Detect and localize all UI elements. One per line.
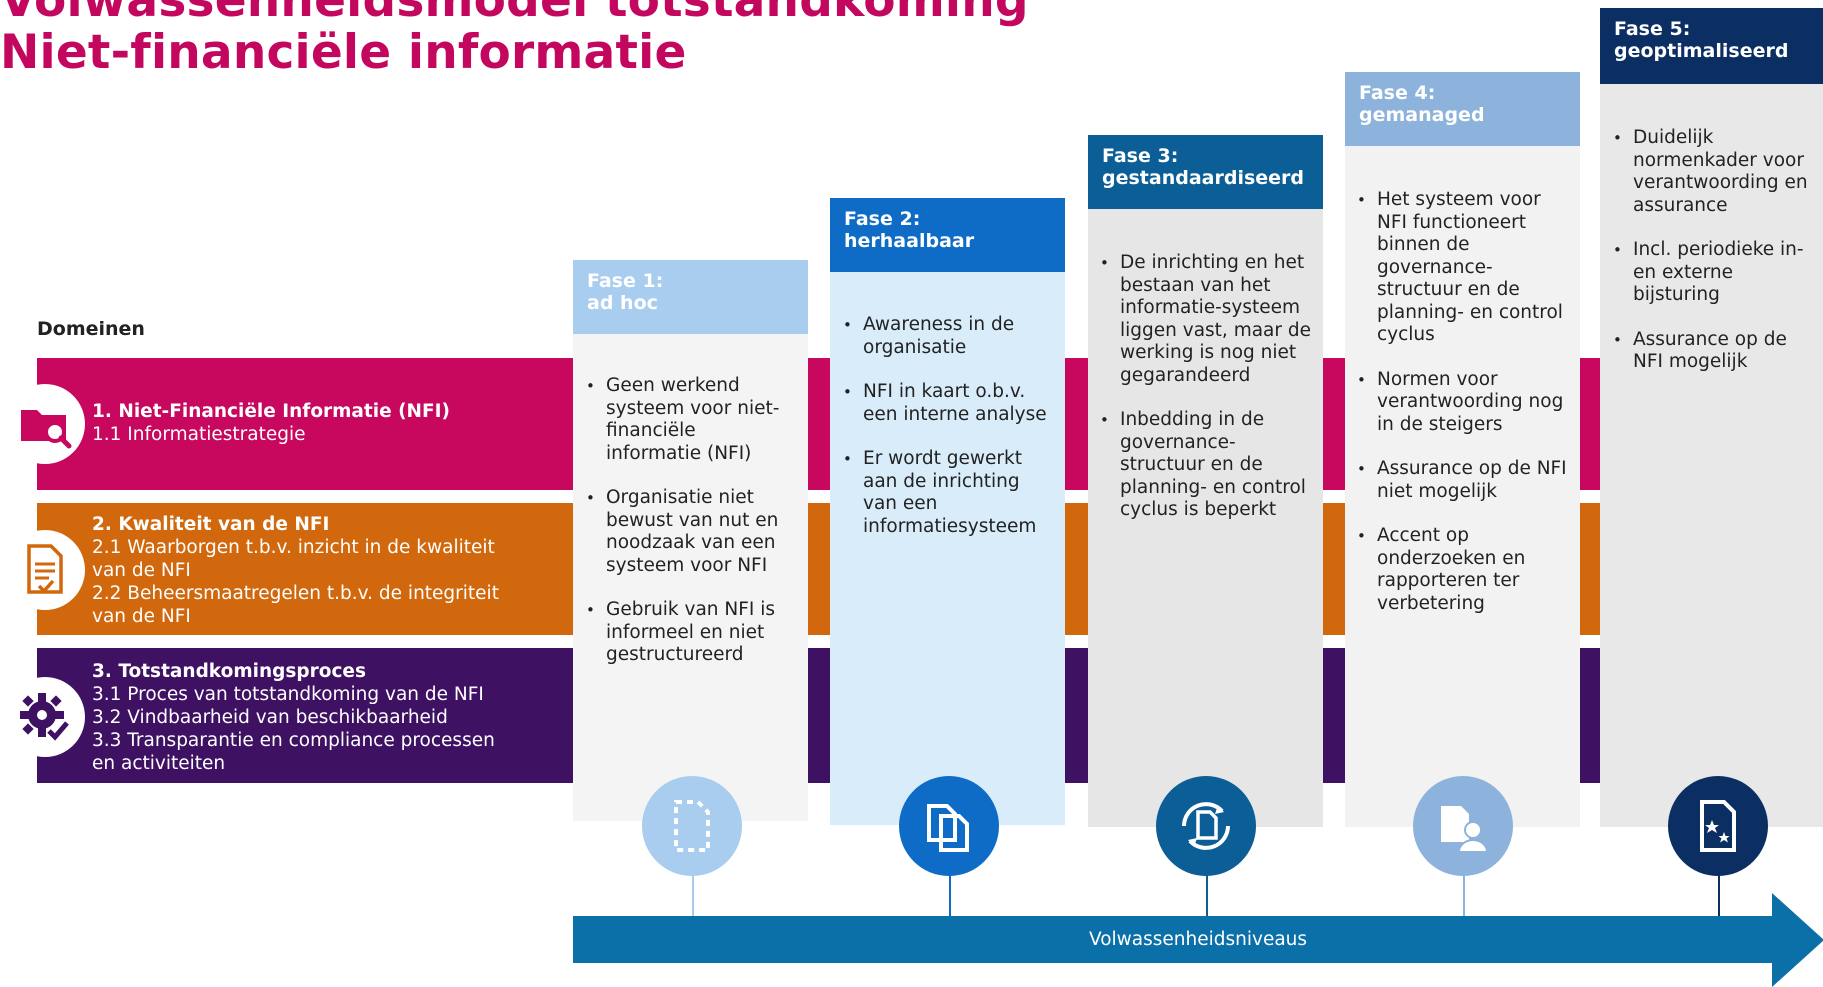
list-item: Het systeem voor NFI functioneert binnen… — [1357, 189, 1572, 347]
list-item: Accent op onderzoeken en rapporteren ter… — [1357, 525, 1572, 615]
phase-3-header: Fase 3: gestandaardiseerd — [1088, 135, 1323, 209]
copy-documents-icon — [899, 776, 999, 876]
document-cycle-icon — [1156, 776, 1256, 876]
list-item: Assurance op de NFI niet mogelijk — [1357, 458, 1572, 503]
connector-line — [949, 870, 951, 916]
phase-4-subtitle: gemanaged — [1359, 104, 1485, 126]
phase-2-subtitle: herhaalbaar — [844, 230, 975, 252]
connector-line — [692, 870, 694, 916]
domain-2-title: 2. Kwaliteit van de NFI — [92, 514, 330, 535]
domain-1-line: 1.1 Informatiestrategie — [92, 424, 306, 445]
list-item: Assurance op de NFI mogelijk — [1613, 329, 1818, 374]
document-stars-icon — [1668, 776, 1768, 876]
domain-3-line: 3.3 Transparantie en compliance processe… — [92, 730, 495, 751]
phase-4-bullets: Het systeem voor NFI functioneert binnen… — [1357, 189, 1572, 637]
phase-2-header: Fase 2: herhaalbaar — [830, 198, 1065, 272]
phase-5-title: Fase 5: — [1614, 18, 1691, 40]
list-item: Awareness in de organisatie — [843, 314, 1058, 359]
phase-3-title: Fase 3: — [1102, 145, 1179, 167]
list-item: Gebruik van NFI is informeel en niet ges… — [586, 599, 796, 667]
phase-2-column — [830, 272, 1065, 825]
phase-1-bullets: Geen werkend systeem voor niet-financiël… — [586, 375, 796, 689]
phase-2-bullets: Awareness in de organisatie NFI in kaart… — [843, 314, 1058, 560]
phase-1-subtitle: ad hoc — [587, 292, 658, 314]
list-item: Geen werkend systeem voor niet-financiël… — [586, 375, 796, 465]
list-item: Organisatie niet bewust van nut en noodz… — [586, 487, 796, 577]
maturity-axis-arrowhead — [1772, 893, 1823, 987]
title-line-1: Volwassenheidsmodel totstandkoming — [0, 0, 1029, 28]
phase-1-title: Fase 1: — [587, 270, 664, 292]
phase-5-subtitle: geoptimaliseerd — [1614, 40, 1789, 62]
list-item: Normen voor verantwoording nog in de ste… — [1357, 369, 1572, 437]
domain-2-line: van de NFI — [92, 560, 191, 581]
domain-3-line: 3.1 Proces van totstandkoming van de NFI — [92, 684, 484, 705]
list-item: Incl. periodieke in- en externe bijsturi… — [1613, 239, 1818, 307]
document-check-icon — [5, 530, 85, 610]
phase-4-header: Fase 4: gemanaged — [1345, 72, 1580, 146]
connector-line — [1463, 870, 1465, 916]
folder-search-icon — [5, 384, 85, 464]
connector-line — [1206, 870, 1208, 916]
document-person-icon — [1413, 776, 1513, 876]
maturity-axis-arrow — [573, 916, 1773, 963]
phase-1-header: Fase 1: ad hoc — [573, 260, 808, 334]
domain-2-line: 2.1 Waarborgen t.b.v. inzicht in de kwal… — [92, 537, 495, 558]
domain-3-line: 3.2 Vindbaarheid van beschikbaarheid — [92, 707, 448, 728]
phase-2-title: Fase 2: — [844, 208, 921, 230]
phase-3-bullets: De inrichting en het bestaan van het inf… — [1100, 252, 1315, 544]
domains-heading: Domeinen — [37, 318, 145, 340]
domain-3-line: en activiteiten — [92, 753, 226, 774]
domain-1-title: 1. Niet-Financiële Informatie (NFI) — [92, 401, 451, 422]
axis-label: Volwassenheidsniveaus — [1088, 929, 1308, 950]
list-item: De inrichting en het bestaan van het inf… — [1100, 252, 1315, 387]
domain-3: 3. Totstandkomingsproces 3.1 Proces van … — [92, 660, 572, 775]
phase-3-subtitle: gestandaardiseerd — [1102, 167, 1305, 189]
list-item: Er wordt gewerkt aan de inrichting van e… — [843, 448, 1058, 538]
gear-check-icon — [5, 677, 85, 757]
domain-2: 2. Kwaliteit van de NFI 2.1 Waarborgen t… — [92, 513, 572, 628]
phase-4-title: Fase 4: — [1359, 82, 1436, 104]
domain-2-line: van de NFI — [92, 606, 191, 627]
list-item: NFI in kaart o.b.v. een interne analyse — [843, 381, 1058, 426]
dashed-document-icon — [642, 776, 742, 876]
title-line-2: Niet-financiële informatie — [0, 25, 687, 80]
phase-5-header: Fase 5: geoptimaliseerd — [1600, 8, 1823, 84]
connector-line — [1718, 870, 1720, 916]
list-item: Inbedding in de governance-structuur en … — [1100, 409, 1315, 522]
domain-2-line: 2.2 Beheersmaatregelen t.b.v. de integri… — [92, 583, 499, 604]
domain-1: 1. Niet-Financiële Informatie (NFI) 1.1 … — [92, 400, 572, 446]
list-item: Duidelijk normenkader voor verantwoordin… — [1613, 127, 1818, 217]
phase-5-bullets: Duidelijk normenkader voor verantwoordin… — [1613, 127, 1818, 396]
domain-3-title: 3. Totstandkomingsproces — [92, 661, 366, 682]
